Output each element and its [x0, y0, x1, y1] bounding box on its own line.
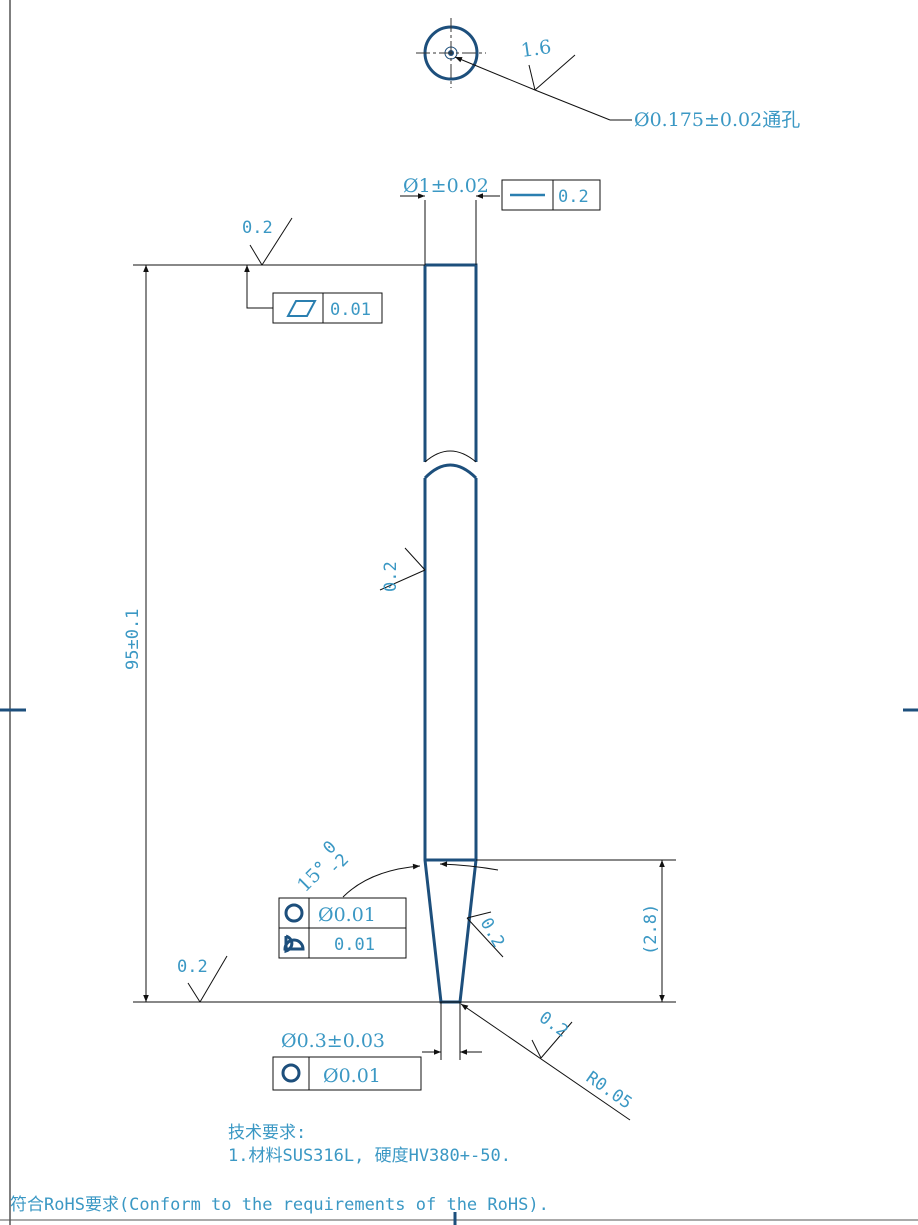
- tip-diameter-dimension: Ø0.3±0.03: [281, 1002, 482, 1060]
- flatness-frame: 0.01: [244, 265, 383, 324]
- hole-callout: Ø0.175±0.02通孔: [634, 109, 800, 131]
- taper-length-text: (2.8): [641, 904, 661, 955]
- circularity-icon: [281, 1063, 301, 1083]
- taper-roughness: 0.2: [466, 911, 509, 958]
- straightness-frame: 0.2: [501, 179, 601, 211]
- technical-requirements: 技术要求: 1.材料SUS316L, 硬度HV380+-50.: [228, 1123, 511, 1166]
- tip-circularity-value: Ø0.01: [323, 1065, 381, 1087]
- top-face-roughness: 0.2: [242, 217, 293, 266]
- notes-line: 1.材料SUS316L, 硬度HV380+-50.: [228, 1146, 511, 1166]
- roughness-value: 0.2: [381, 561, 401, 592]
- tip-fcf: Ø0.01: [272, 1056, 422, 1091]
- notes-title: 技术要求:: [228, 1123, 306, 1143]
- flatness-icon: [286, 300, 317, 317]
- circularity-value: Ø0.01: [318, 904, 376, 926]
- shaft-roughness: 0.2: [379, 547, 426, 592]
- straightness-value: 0.2: [558, 187, 589, 207]
- tip-radius-leader: 0.2 R0.05: [460, 1003, 636, 1121]
- roughness-value: 1.6: [520, 36, 553, 62]
- flatness-value: 0.01: [330, 300, 371, 320]
- bottom-roughness: 0.2: [177, 955, 228, 1003]
- profile-value: 0.01: [334, 935, 375, 955]
- roughness-value: 0.2: [242, 218, 273, 238]
- roughness-value: 0.2: [535, 1008, 572, 1042]
- roughness-value: 0.2: [177, 957, 208, 977]
- top-view: 1.6 Ø0.175±0.02通孔: [416, 18, 800, 131]
- rohs-footer: 符合RoHS要求(Conform to the requirements of …: [10, 1195, 549, 1215]
- taper-length-dimension: (2.8): [641, 860, 665, 1002]
- circularity-icon: [284, 903, 304, 923]
- head-diameter-text: Ø1±0.02: [403, 175, 489, 197]
- taper-fcf: Ø0.01 0.01: [278, 897, 407, 959]
- length-text: 95±0.1: [123, 609, 143, 670]
- pin-profile: [423, 263, 478, 1004]
- tip-diameter-text: Ø0.3±0.03: [281, 1030, 385, 1052]
- roughness-symbol: 1.6: [520, 36, 576, 91]
- head-diameter-dimension: Ø1±0.02: [400, 175, 500, 265]
- tip-radius-text: R0.05: [582, 1068, 635, 1114]
- length-dimension: 95±0.1: [123, 265, 149, 1002]
- profile-of-surface-icon: [283, 938, 305, 951]
- profile-of-surface-icon: [284, 934, 294, 954]
- taper-angle-dimension: 15° 0 -2: [293, 837, 499, 898]
- roughness-value: 0.2: [476, 915, 509, 952]
